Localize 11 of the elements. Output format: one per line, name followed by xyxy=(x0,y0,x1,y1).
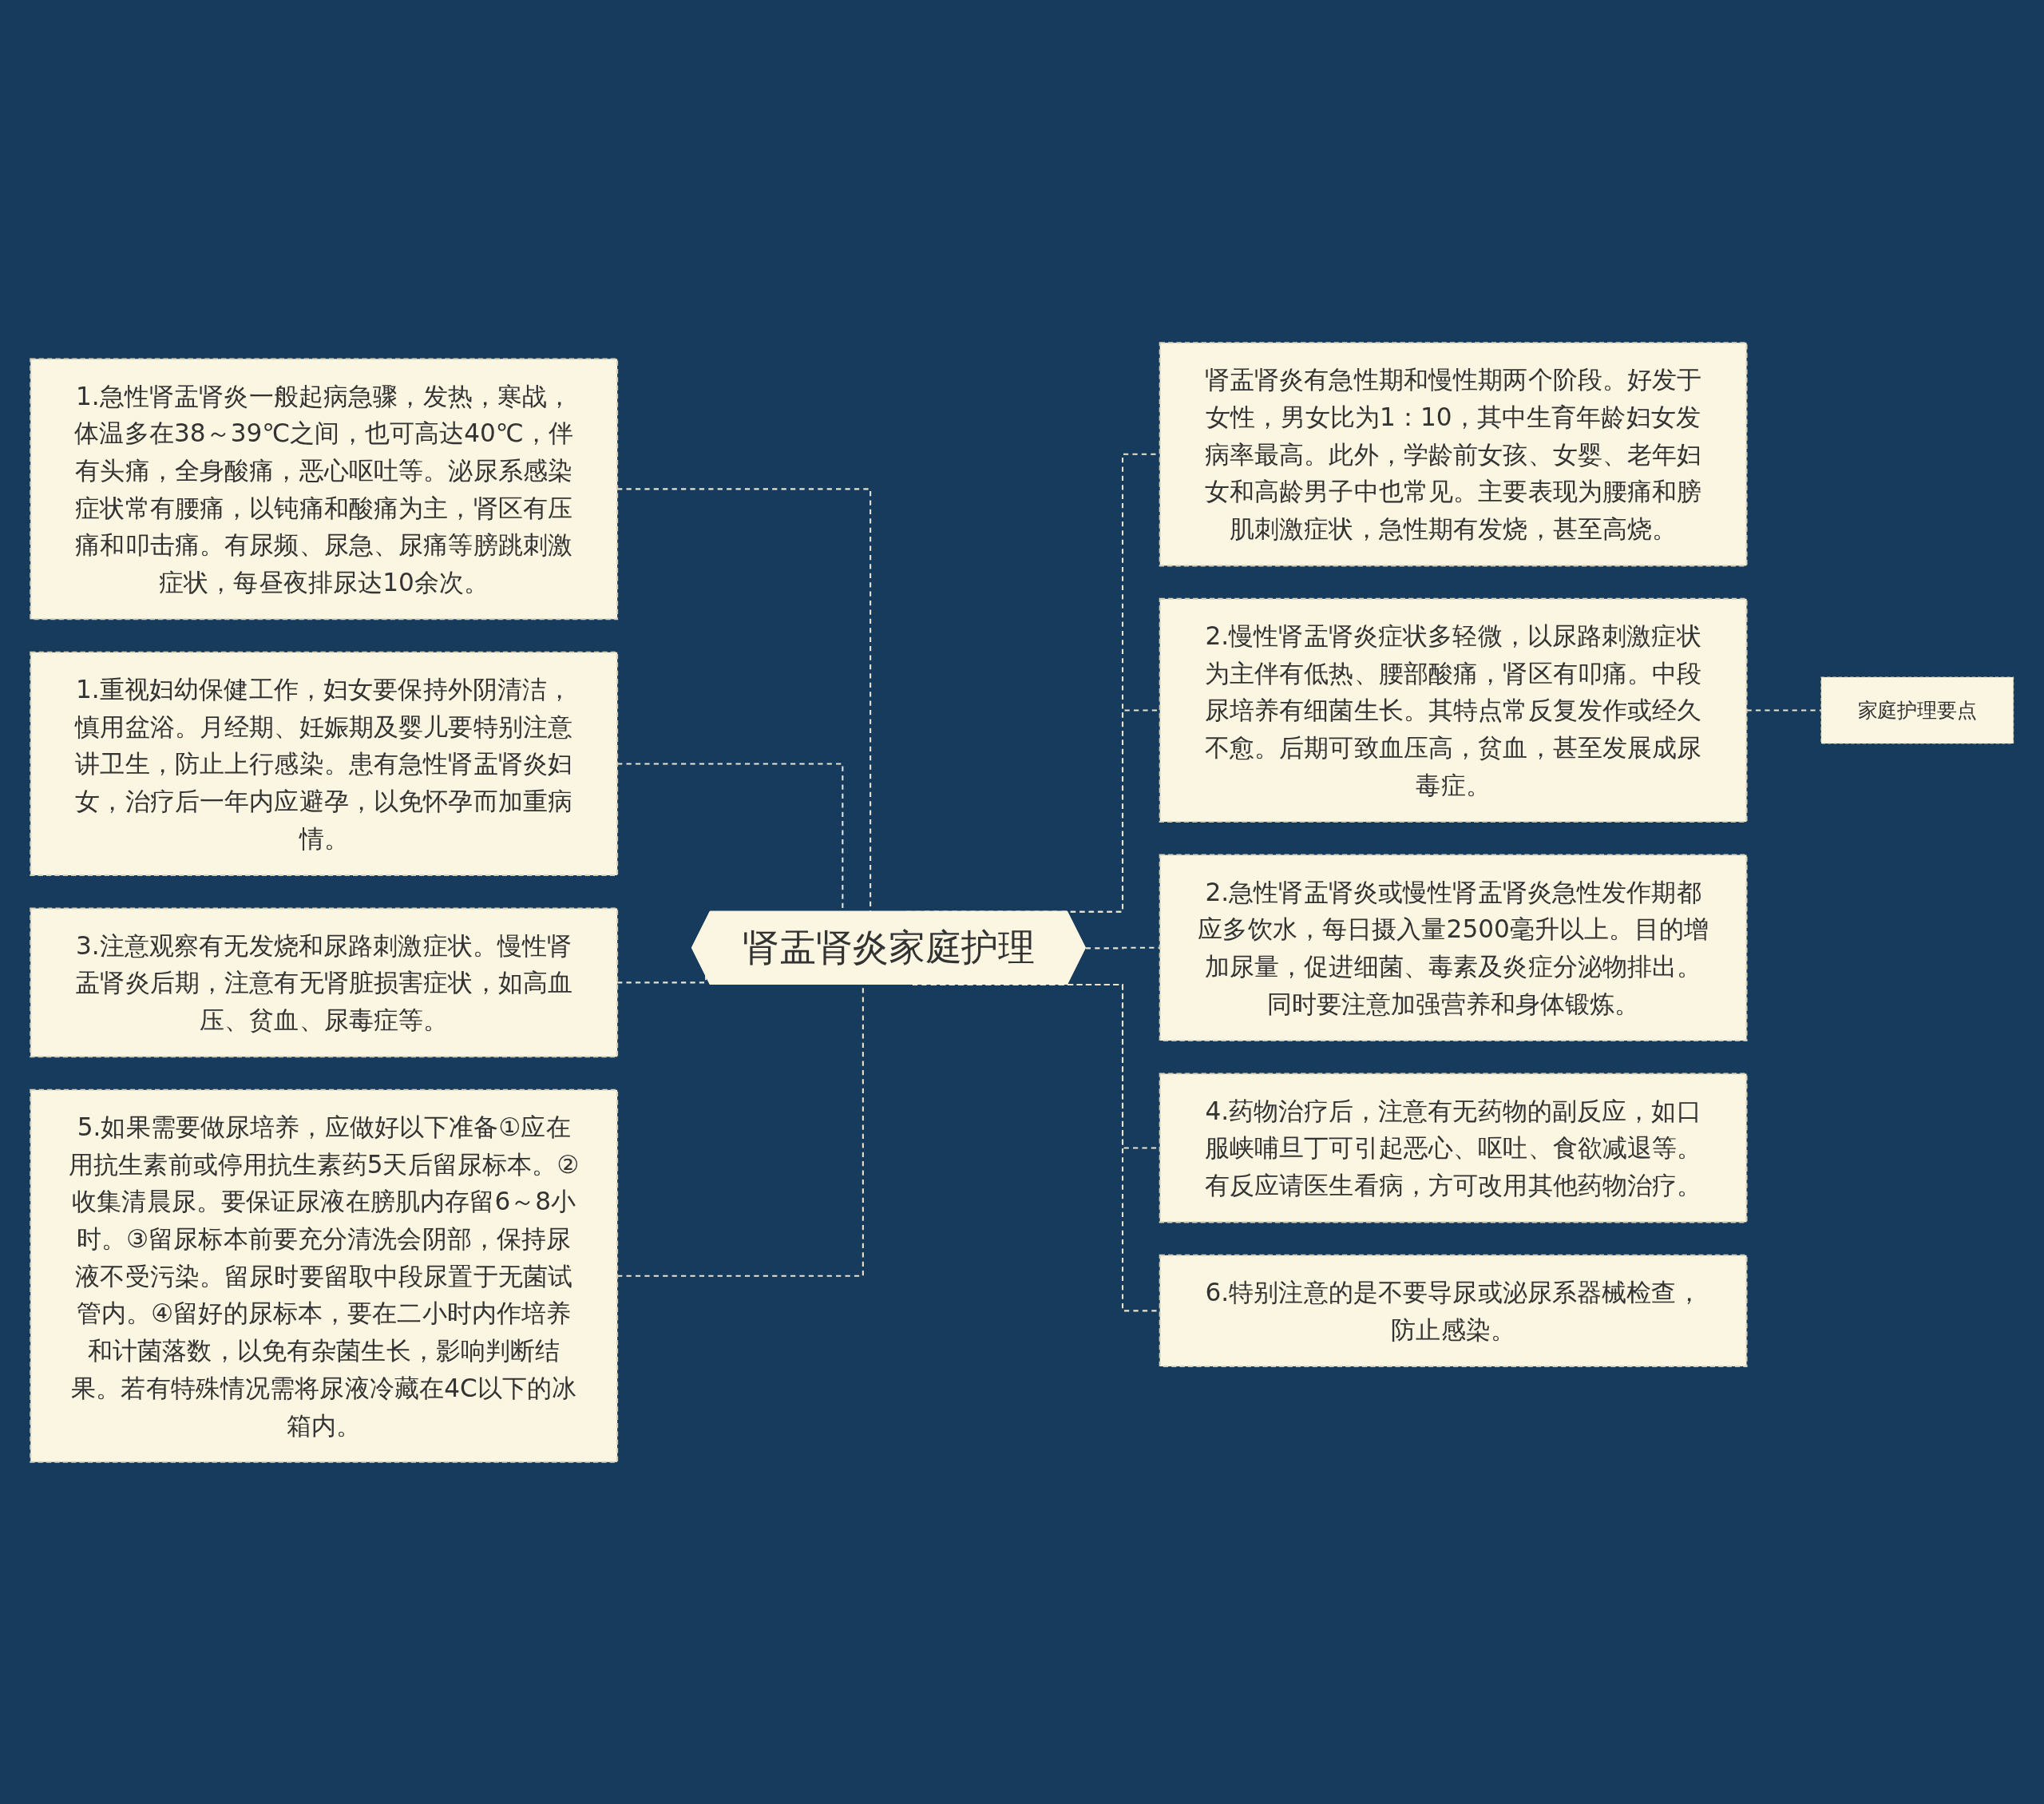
node-box: 3.注意观察有无发烧和尿路刺激症状。慢性肾盂肾炎后期，注意有无肾脏损害症状，如高血压、贫血、尿毒症等。 xyxy=(30,907,619,1057)
node-box: 家庭护理要点 xyxy=(1820,676,2014,743)
node-box: 2.慢性肾盂肾炎症状多轻微，以尿路刺激症状为主伴有低热、腰部酸痛，肾区有叩痛。中段尿培养有细菌生长。其特点常反复发作或经久不愈。后期可致血压高，贫血，甚至发展成尿毒症。 xyxy=(1159,597,1748,823)
node-box: 6.特别注意的是不要导尿或泌尿系器械检查，防止感染。 xyxy=(1159,1254,1748,1367)
node-box: 4.药物治疗后，注意有无药物的副反应，如口服峡哺旦丁可引起恶心、呕吐、食欲减退等。有反应请医生看病，方可改用其他药物治疗。 xyxy=(1159,1072,1748,1223)
node-box: 2.急性肾盂肾炎或慢性肾盂肾炎急性发作期都应多饮水，每日摄入量2500毫升以上。目的增加尿量，促进细菌、毒素及炎症分泌物排出。同时要注意加强营养和身体锻炼。 xyxy=(1159,854,1748,1041)
connector xyxy=(1746,708,1822,711)
node-box: 1.急性肾盂肾炎一般起病急骤，发热，寒战，体温多在38～39℃之间，也可高达40℃，伴有头痛，全身酸痛，恶心呕吐等。泌尿系感染症状常有腰痛，以钝痛和酸痛为主，肾区有压痛和叩击痛。有尿频、尿急、尿痛等膀跳刺激症状，每昼夜排尿达10余次。 xyxy=(30,357,619,620)
node-box: 肾盂肾炎有急性期和慢性期两个阶段。好发于女性，男女比为1：10，其中生育年龄妇女发病率最高。此外，学龄前女孩、女婴、老年妇女和高龄男子中也常见。主要表现为腰痛和膀肌刺激症状，急性期有发烧，甚至高烧。 xyxy=(1159,341,1748,566)
node-box: 5.如果需要做尿培养，应做好以下准备①应在用抗生素前或停用抗生素药5天后留尿标本。②收集清晨尿。要保证尿液在膀肌内存留6～8小时。③留尿标本前要充分清洗会阴部，保持尿液不受污染。留尿时要留取中段尿置于无菌试管内。④留好的尿标本，要在二小时内作培养和计菌落数，以免有杂菌生长，影响判断结果。若有特殊情况需将尿液冷藏在4C以下的冰箱内。 xyxy=(30,1088,619,1463)
node-box: 1.重视妇幼保健工作，妇女要保持外阴清洁，慎用盆浴。月经期、妊娠期及婴儿要特别注意讲卫生，防止上行感染。患有急性肾盂肾炎妇女，治疗后一年内应避孕，以免怀孕而加重病情。 xyxy=(30,651,619,876)
